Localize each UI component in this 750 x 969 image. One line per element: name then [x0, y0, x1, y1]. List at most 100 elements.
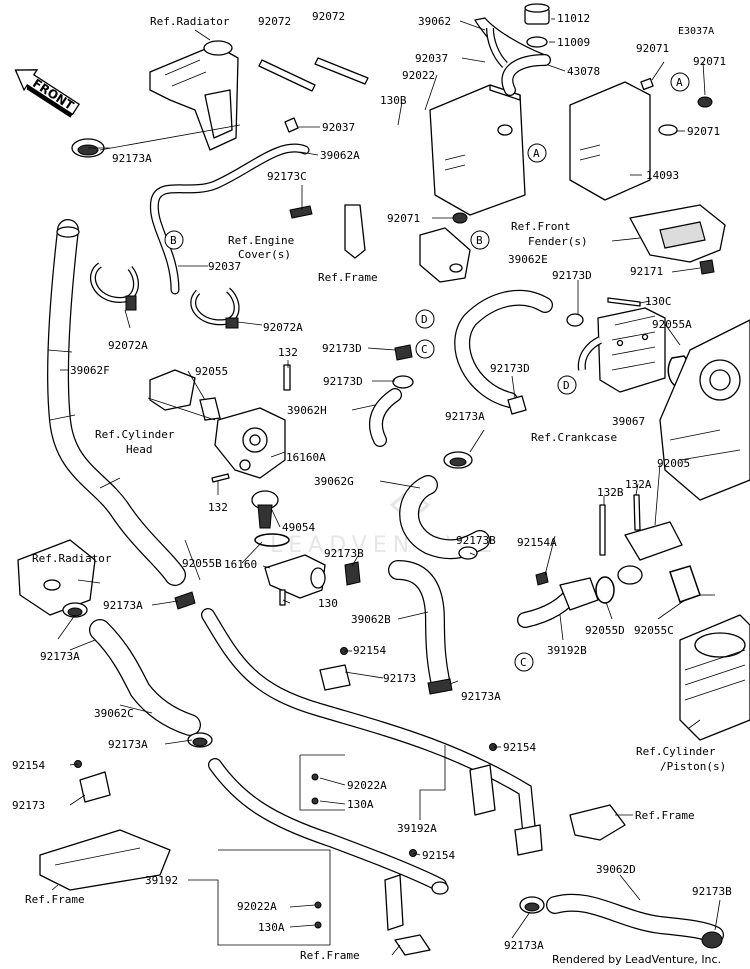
bracket-92173-left	[79, 771, 111, 803]
label-ref-radiator-top: Ref.Radiator	[150, 15, 230, 28]
label-39062: 39062	[418, 15, 451, 28]
hose-label-tag	[174, 591, 196, 610]
radiator-left-illustration	[17, 539, 96, 616]
callout-a-tank: A	[527, 143, 547, 163]
label-39062f: 39062F	[70, 364, 110, 377]
hose-39062c	[89, 619, 201, 736]
hose-39062e	[454, 289, 553, 408]
cable-tie-92072-a	[258, 59, 316, 92]
label-92171: 92171	[630, 265, 663, 278]
label-39062d: 39062D	[596, 863, 636, 876]
label-92055a: 92055A	[652, 318, 692, 331]
cable-tie-92072-b	[314, 57, 369, 85]
label-39192b: 39192B	[547, 644, 587, 657]
band-clamp-92072a-right	[190, 287, 240, 329]
label-ref-cyl-head-2: Head	[126, 443, 153, 456]
reservoir-cap-11012	[524, 3, 550, 25]
callout-a-cover-label: A	[676, 76, 683, 89]
crankcase-illustration	[659, 319, 750, 501]
label-92173d-mid: 92173D	[322, 342, 362, 355]
label-92071-d: 92071	[387, 212, 420, 225]
label-39062a: 39062A	[320, 149, 360, 162]
label-92154-right: 92154	[503, 741, 536, 754]
reservoir-tank-illustration	[429, 17, 551, 216]
label-92173a-bottom: 92173A	[504, 939, 544, 952]
label-92173a-lower: 92173A	[108, 738, 148, 751]
label-11012: 11012	[557, 12, 590, 25]
label-39062b: 39062B	[351, 613, 391, 626]
label-92154-left: 92154	[12, 759, 45, 772]
pipe-39192a	[201, 608, 543, 856]
bolt-132-top	[283, 364, 291, 391]
label-130c: 130C	[645, 295, 672, 308]
label-92173: 92173	[383, 672, 416, 685]
hose-39062b	[388, 560, 450, 690]
label-92154-bottom: 92154	[422, 849, 455, 862]
label-92173a-lowleft: 92173A	[40, 650, 80, 663]
clamp-92173d-mid	[394, 344, 413, 361]
label-92154-mid: 92154	[353, 644, 386, 657]
frame-bracket-top	[419, 227, 471, 283]
callout-b-tank: B	[470, 230, 490, 250]
label-130a-bottom: 130A	[258, 921, 285, 934]
thermostat-housing-16160a	[214, 407, 286, 479]
clamp-92173a-mid	[443, 451, 473, 469]
label-92173a-left: 92173A	[103, 599, 143, 612]
callout-b-hose-label: B	[170, 234, 177, 247]
hose-39062f	[47, 219, 186, 586]
label-ref-front-fender-2: Fender(s)	[528, 235, 588, 248]
grommet-92071-d	[452, 212, 468, 224]
hose-39062	[486, 27, 508, 68]
o-ring-92055d	[595, 576, 615, 604]
o-ring-92055	[199, 397, 221, 421]
label-92037-top: 92037	[322, 121, 355, 134]
label-43078: 43078	[567, 65, 600, 78]
grommet-92071-a	[640, 77, 654, 91]
label-ref-engine-cover-1: Ref.Engine	[228, 234, 294, 247]
leader-lines	[51, 18, 721, 956]
label-ref-engine-cover-2: Cover(s)	[238, 248, 291, 261]
pipe-joint-92005	[617, 521, 683, 585]
frame-piece-left	[39, 829, 171, 891]
callout-b-hose: B	[164, 230, 184, 250]
label-92055: 92055	[195, 365, 228, 378]
label-92071-b: 92071	[693, 55, 726, 68]
label-ref-radiator-left: Ref.Radiator	[32, 552, 112, 565]
bolt-92154a	[535, 571, 549, 586]
label-130a-mid: 130A	[347, 798, 374, 811]
label-39062c: 39062C	[94, 707, 134, 720]
label-39062e: 39062E	[508, 253, 548, 266]
label-92072-b: 92072	[312, 10, 345, 23]
cylinder-piston-illustration	[679, 614, 750, 741]
callout-d-cooler: D	[557, 375, 577, 395]
label-49054: 49054	[282, 521, 315, 534]
hose-39062h	[369, 388, 402, 447]
label-92072a-left: 92072A	[108, 339, 148, 352]
thermostat-49054	[251, 490, 279, 529]
frame-piece-right	[569, 804, 626, 841]
footer-credit: Rendered by LeadVenture, Inc.	[552, 953, 721, 966]
label-92022: 92022	[402, 69, 435, 82]
gasket-11009	[526, 36, 548, 48]
label-92173b-right: 92173B	[692, 885, 732, 898]
clamp-92173a-bracket	[427, 678, 453, 695]
pipe-39192	[208, 758, 449, 931]
engine-cover-bracket	[344, 204, 366, 259]
bolt-130c	[607, 297, 641, 307]
tank-cover-14093	[569, 81, 678, 201]
label-92005: 92005	[657, 457, 690, 470]
label-92173c: 92173C	[267, 170, 307, 183]
label-92173b-left: 92173B	[324, 547, 364, 560]
label-16160: 16160	[224, 558, 257, 571]
bolt-132b	[599, 504, 606, 556]
clamp-92173c	[289, 205, 313, 219]
label-ref-frame-top: Ref.Frame	[318, 271, 378, 284]
label-92173a-bracket: 92173A	[461, 690, 501, 703]
label-39062h: 39062H	[287, 404, 327, 417]
label-14093: 14093	[646, 169, 679, 182]
clamp-92173b-mid	[458, 546, 478, 560]
label-ref-cyl-head-1: Ref.Cylinder	[95, 428, 175, 441]
clamp-92173d-top	[566, 313, 584, 327]
clamp-92173a-left	[62, 602, 88, 618]
